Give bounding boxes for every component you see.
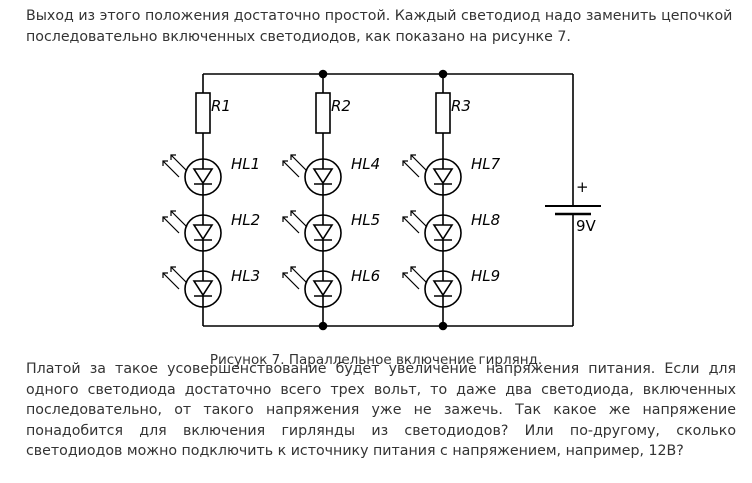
light-arrow-icon	[410, 210, 428, 228]
light-arrow-icon	[282, 160, 300, 178]
light-arrow-head	[282, 272, 288, 278]
light-arrow-icon	[290, 266, 308, 284]
light-arrow-head	[162, 216, 168, 222]
light-arrow-icon	[282, 216, 300, 234]
light-arrow-head	[410, 154, 416, 160]
light-arrow-head	[170, 154, 176, 160]
led-label: HL7	[471, 155, 501, 173]
light-arrow-head	[282, 216, 288, 222]
light-arrow-head	[162, 160, 168, 166]
led-label: HL9	[471, 267, 500, 285]
light-arrow-icon	[170, 154, 188, 172]
light-arrow-head	[402, 272, 408, 278]
light-arrow-head	[170, 210, 176, 216]
light-arrow-head	[290, 210, 296, 216]
resistor-label: R2	[331, 97, 351, 115]
light-arrow-head	[162, 272, 168, 278]
light-arrow-head	[402, 216, 408, 222]
light-arrow-icon	[402, 216, 420, 234]
light-arrow-icon	[170, 210, 188, 228]
battery-plus-label: +	[576, 178, 589, 196]
light-arrow-icon	[282, 272, 300, 290]
led-label: HL6	[351, 267, 380, 285]
light-arrow-icon	[170, 266, 188, 284]
light-arrow-icon	[162, 160, 180, 178]
resistor-label: R1	[211, 97, 231, 115]
led-label: HL2	[231, 211, 260, 229]
light-arrow-head	[402, 160, 408, 166]
light-arrow-icon	[402, 160, 420, 178]
light-arrow-icon	[402, 272, 420, 290]
light-arrow-icon	[162, 216, 180, 234]
led-label: HL5	[351, 211, 380, 229]
led-label: HL3	[231, 267, 260, 285]
intro-paragraph: Выход из этого положения достаточно прос…	[26, 8, 733, 45]
battery-voltage-label: 9V	[576, 217, 597, 235]
light-arrow-icon	[410, 266, 428, 284]
led-label: HL8	[471, 211, 500, 229]
light-arrow-head	[290, 266, 296, 272]
resistor	[315, 92, 331, 134]
resistor	[195, 92, 211, 134]
resistor-label: R3	[451, 97, 471, 115]
light-arrow-icon	[410, 154, 428, 172]
light-arrow-icon	[290, 154, 308, 172]
light-arrow-head	[290, 154, 296, 160]
body-paragraph: Платой за такое усовершенствование будет…	[26, 361, 736, 459]
resistor	[435, 92, 451, 134]
light-arrow-head	[410, 266, 416, 272]
light-arrow-head	[170, 266, 176, 272]
light-arrow-icon	[290, 210, 308, 228]
figure-caption: Рисунок 7. Параллельное включение гирлян…	[209, 352, 543, 368]
light-arrow-head	[410, 210, 416, 216]
light-arrow-icon	[162, 272, 180, 290]
light-arrow-head	[282, 160, 288, 166]
led-label: HL1	[231, 155, 260, 173]
led-label: HL4	[351, 155, 380, 173]
